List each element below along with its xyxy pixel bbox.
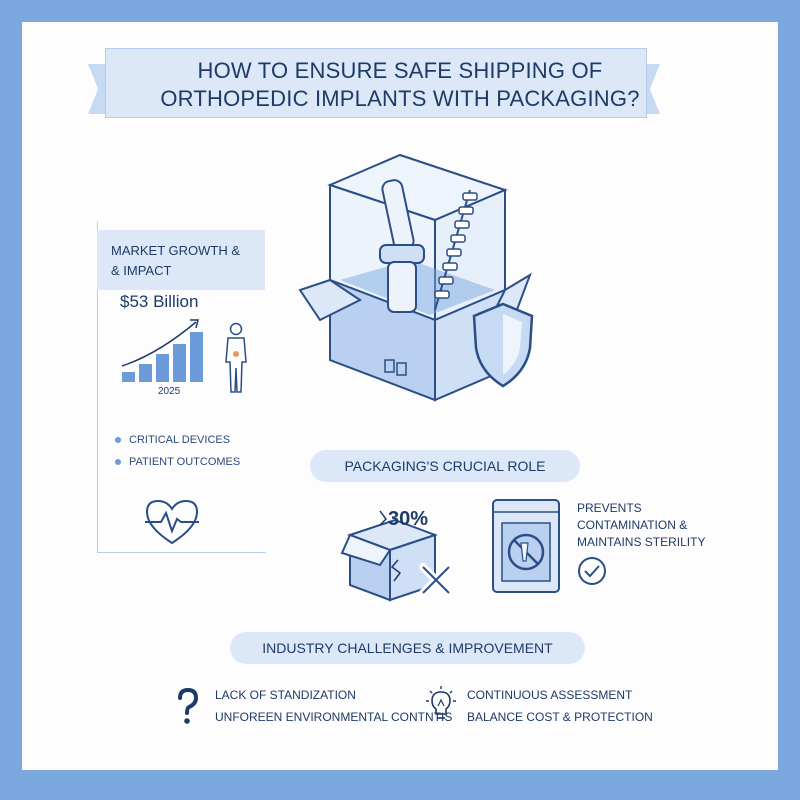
human-figure-icon — [225, 322, 247, 393]
packaging-benefit: PREVENTS CONTAMINATION & MAINTAINS STERI… — [577, 500, 705, 551]
market-bullet: PATIENT OUTCOMES — [115, 456, 240, 468]
improvement-item: CONTINUOUS ASSESSMENT — [467, 688, 633, 702]
lightbulb-icon — [426, 686, 456, 719]
market-bullet: CRITICAL DEVICES — [115, 434, 230, 446]
check-circle-icon — [578, 557, 606, 585]
benefit-line: CONTAMINATION & — [577, 518, 688, 532]
market-year: 2025 — [158, 386, 181, 397]
market-panel-header: MARKET GROWTH & & IMPACT — [97, 230, 265, 290]
heart-pulse-icon — [145, 499, 199, 545]
question-mark-icon — [178, 687, 199, 724]
damaged-box-icon — [340, 510, 438, 602]
market-bullet-label: PATIENT OUTCOMES — [129, 456, 241, 468]
spine-icon — [434, 189, 478, 311]
packaging-heading: PACKAGING'S CRUCIAL ROLE — [310, 450, 580, 482]
benefit-line: PREVENTS — [577, 501, 642, 515]
title-line-2: ORTHOPEDIC IMPLANTS WITH PACKAGING? — [160, 86, 640, 111]
bone-implant-icon — [379, 179, 425, 313]
challenge-item: LACK OF STANDIZATION — [215, 688, 356, 702]
title-banner — [105, 48, 647, 118]
title-line-1: HOW TO ENSURE SAFE SHIPPING OF — [197, 58, 603, 83]
x-mark-icon — [419, 563, 453, 597]
improvement-item: BALANCE COST & PROTECTION — [467, 710, 653, 724]
challenge-item: UNFOREEN ENVIRONMENTAL CONTNTIS — [215, 710, 453, 724]
shield-icon — [472, 302, 534, 388]
market-heading-line-1: MARKET GROWTH & — [111, 243, 241, 258]
market-panel — [97, 222, 266, 553]
market-value: $53 Billion — [120, 292, 199, 311]
bar-chart-icon — [121, 319, 203, 382]
bullet-dot — [115, 459, 121, 466]
market-bullet-label: CRITICAL DEVICES — [129, 434, 231, 446]
challenges-heading: INDUSTRY CHALLENGES & IMPROVEMENT — [230, 632, 585, 664]
market-heading-line-2: & IMPACT — [111, 263, 172, 278]
bullet-dot — [115, 437, 121, 444]
damage-percent: 30% — [388, 508, 429, 530]
benefit-line: MAINTAINS STERILITY — [577, 535, 706, 549]
sterile-pouch-icon — [492, 499, 560, 593]
